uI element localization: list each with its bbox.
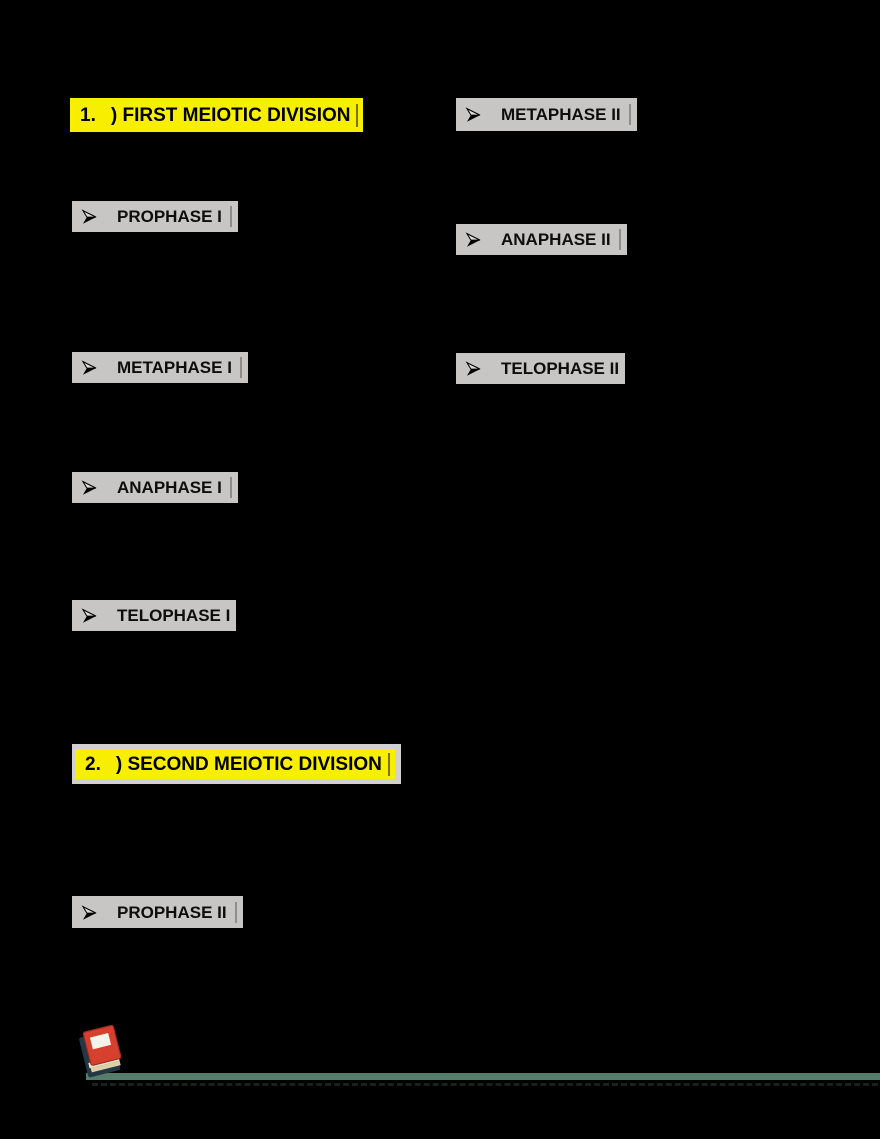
text-cursor xyxy=(387,752,390,776)
heading-second-meiotic-division: 2. ) SECOND MEIOTIC DIVISION xyxy=(75,749,395,779)
text-cursor xyxy=(234,901,237,923)
arrow-right-bullet-icon xyxy=(81,208,98,225)
phase-text: ANAPHASE II xyxy=(501,230,611,249)
text-cursor xyxy=(229,477,232,498)
arrow-right-bullet-icon xyxy=(465,360,482,377)
text-cursor xyxy=(628,104,631,125)
arrow-right-bullet-icon xyxy=(81,359,98,376)
arrow-right-bullet-icon xyxy=(465,231,482,248)
text-cursor xyxy=(618,229,621,250)
heading-first-meiotic-division: 1. ) FIRST MEIOTIC DIVISION xyxy=(70,98,364,132)
heading-number: 2. xyxy=(85,753,101,775)
heading-title: ) FIRST MEIOTIC DIVISION xyxy=(110,104,351,126)
phase-label-telophase-i: TELOPHASE I xyxy=(72,600,237,631)
phase-label-prophase-ii: PROPHASE II xyxy=(72,896,243,928)
phase-text: METAPHASE II xyxy=(501,105,621,124)
heading-number: 1. xyxy=(80,104,96,126)
heading-title: ) SECOND MEIOTIC DIVISION xyxy=(115,753,382,775)
phase-label-metaphase-ii: METAPHASE II xyxy=(456,98,637,131)
phase-text: TELOPHASE II xyxy=(501,359,620,378)
heading-selection-halo: 2. ) SECOND MEIOTIC DIVISION xyxy=(72,744,401,784)
text-cursor xyxy=(356,103,359,127)
arrow-right-bullet-icon xyxy=(81,904,98,921)
phase-text: TELOPHASE I xyxy=(117,606,231,625)
arrow-right-bullet-icon xyxy=(81,607,98,624)
phase-label-prophase-i: PROPHASE I xyxy=(72,201,238,232)
arrow-right-bullet-icon xyxy=(465,106,482,123)
red-book-icon xyxy=(76,1024,129,1078)
phase-text: METAPHASE I xyxy=(117,358,232,377)
phase-label-metaphase-i: METAPHASE I xyxy=(72,352,248,383)
phase-label-anaphase-i: ANAPHASE I xyxy=(72,472,238,503)
text-cursor xyxy=(239,357,242,378)
arrow-right-bullet-icon xyxy=(81,479,98,496)
phase-label-telophase-ii: TELOPHASE II xyxy=(456,353,626,384)
divider-line xyxy=(86,1073,880,1080)
phase-label-anaphase-ii: ANAPHASE II xyxy=(456,224,627,255)
phase-text: PROPHASE II xyxy=(117,902,227,922)
phase-text: PROPHASE I xyxy=(117,207,222,226)
text-cursor xyxy=(229,206,232,227)
phase-text: ANAPHASE I xyxy=(117,478,222,497)
dashed-underline xyxy=(92,1083,878,1086)
